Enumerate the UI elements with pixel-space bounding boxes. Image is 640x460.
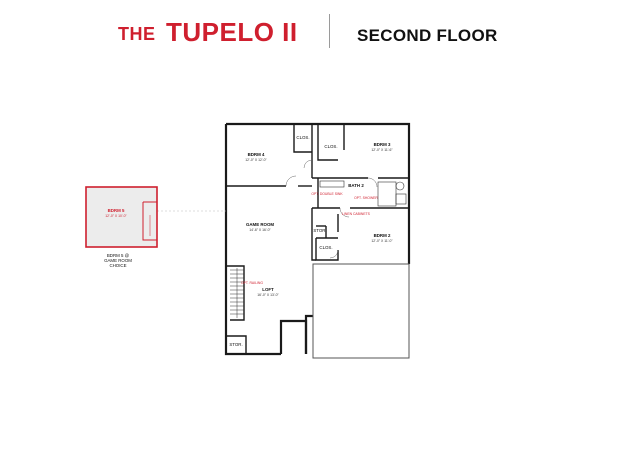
stair-treads — [230, 268, 244, 318]
room-label-game-room: GAME ROOM — [246, 222, 274, 227]
garage-outline — [312, 263, 410, 359]
plan-name: TUPELO II — [166, 17, 298, 47]
room-label-bdrm4: BDRM 4 — [248, 152, 265, 157]
room-label-stor2: STOR. — [229, 342, 242, 347]
note-opt-double-sink: OPT. DOUBLE SINK — [311, 192, 343, 196]
room-dims-bdrm3: 12'-0" X 11'-6" — [371, 148, 393, 152]
room-label-clos2: CLOS. — [324, 144, 337, 149]
room-dims-loft: 16'-0" X 13'-0" — [257, 293, 279, 297]
note-opt-railing: OPT. RAILING — [241, 281, 263, 285]
title-divider — [329, 14, 330, 48]
note-opt-shower: OPT. SHOWER — [354, 196, 378, 200]
room-label-bdrm2: BDRM 2 — [374, 233, 391, 238]
room-dims-game-room: 14'-6" X 16'-0" — [249, 228, 271, 232]
bdrm5-option-block — [85, 186, 158, 248]
note-linen: LINEN CABINETS — [342, 212, 371, 216]
floor-label: SECOND FLOOR — [357, 26, 498, 45]
room-dims-bdrm5: 12'-0" X 10'-0" — [105, 214, 127, 218]
option-caption-line1: BDRM 5 @ — [107, 253, 130, 258]
room-label-clos3: CLOS. — [319, 245, 332, 250]
interior-walls — [226, 124, 409, 354]
room-label-bath2: BATH 2 — [348, 183, 364, 188]
room-label-stor1: STOR. — [313, 228, 326, 233]
option-caption-line3: CHOICE — [109, 263, 126, 268]
room-label-loft: LOFT — [262, 287, 274, 292]
room-label-bdrm3: BDRM 3 — [374, 142, 391, 147]
option-caption-line2: GAME ROOM — [104, 258, 132, 263]
room-dims-bdrm4: 12'-0" X 12'-0" — [245, 158, 267, 162]
title-prefix: THE — [118, 24, 156, 44]
bath-fixtures — [319, 180, 407, 207]
room-label-bdrm5: BDRM 5 — [108, 208, 125, 213]
exterior-walls — [224, 122, 411, 356]
room-label-clos1: CLOS. — [296, 135, 309, 140]
room-dims-bdrm2: 12'-0" X 11'-0" — [371, 239, 393, 243]
door-swings — [285, 159, 378, 259]
